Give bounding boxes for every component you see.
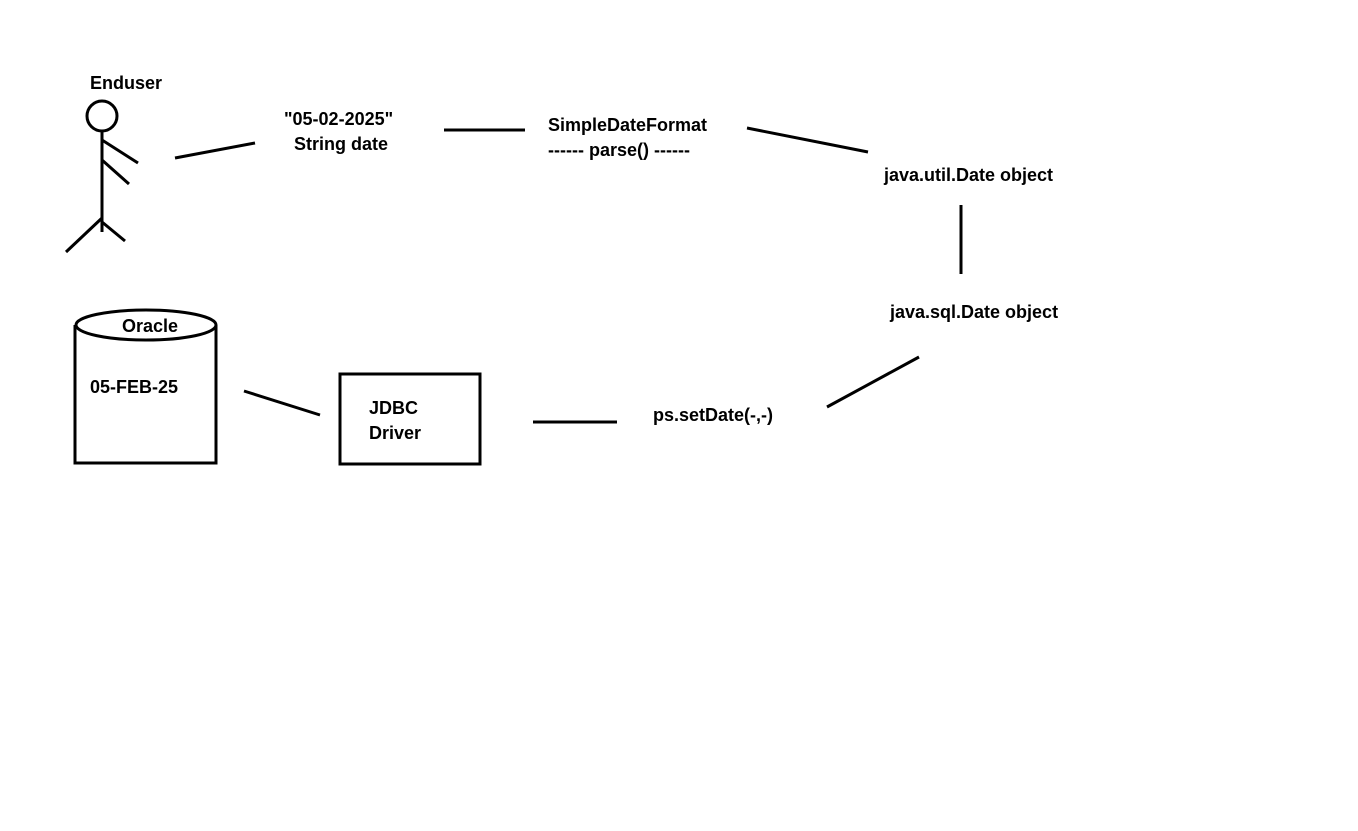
setdate-label: ps.setDate(-,-) bbox=[653, 405, 773, 425]
enduser-label: Enduser bbox=[90, 73, 162, 93]
jdbc-driver-label-line1: JDBC bbox=[369, 398, 418, 418]
jdbc-driver-box bbox=[338, 372, 482, 466]
sql-date-label: java.sql.Date object bbox=[889, 302, 1058, 322]
connector-formatter-to-util-date bbox=[746, 126, 869, 154]
database-label: Oracle bbox=[122, 316, 178, 336]
enduser-arm-upper bbox=[101, 138, 139, 165]
enduser-head bbox=[85, 99, 119, 133]
string-date-value: "05-02-2025" bbox=[284, 109, 393, 129]
enduser-stick-figure bbox=[64, 99, 139, 254]
enduser-leg-left bbox=[64, 216, 104, 254]
enduser-leg-right bbox=[101, 220, 126, 243]
util-date-label: java.util.Date object bbox=[883, 165, 1053, 185]
connector-driver-to-database bbox=[243, 389, 321, 417]
enduser-arm-lower bbox=[101, 158, 130, 186]
string-date-label: String date bbox=[294, 134, 388, 154]
connector-actor-to-string-date bbox=[174, 141, 256, 160]
oracle-database-icon bbox=[73, 308, 218, 465]
formatter-class-name: SimpleDateFormat bbox=[548, 115, 707, 135]
database-stored-value: 05-FEB-25 bbox=[90, 377, 178, 397]
jdbc-driver-label-line2: Driver bbox=[369, 423, 421, 443]
formatter-parse-method: ------ parse() ------ bbox=[548, 140, 690, 160]
connector-sql-date-to-setdate bbox=[826, 355, 920, 409]
database-top-ellipse bbox=[74, 308, 218, 342]
